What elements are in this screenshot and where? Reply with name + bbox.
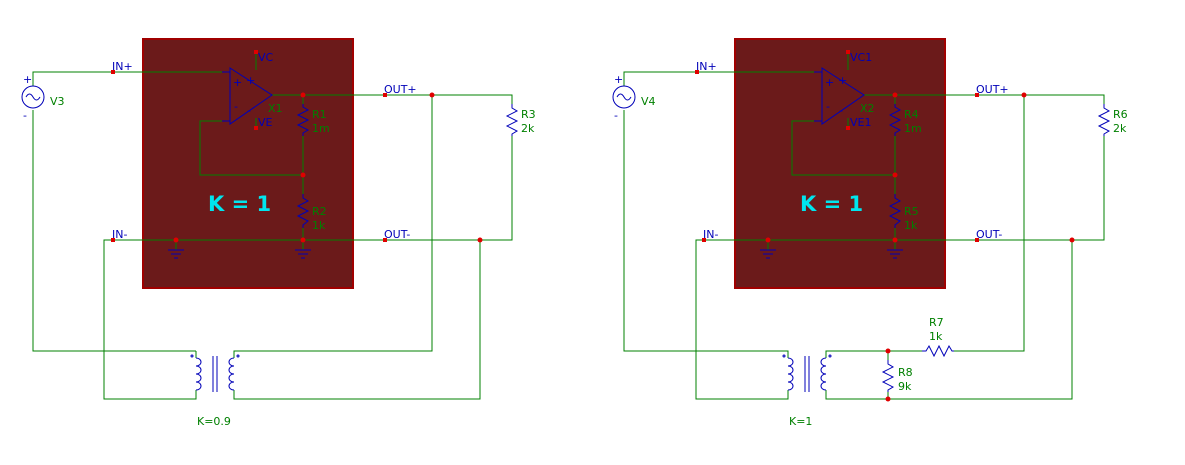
right-r8-value: 9k — [898, 380, 912, 393]
left-supply-pos-label: VC — [258, 51, 274, 64]
right-r5-name: R5 — [904, 205, 919, 218]
right-resistor-r4[interactable]: R4 1m — [888, 104, 922, 136]
right-resistor-r6[interactable]: R6 2k — [1097, 104, 1128, 136]
right-in-plus-label: IN+ — [696, 60, 717, 73]
right-out-minus-label: OUT- — [976, 228, 1002, 241]
left-r1-value: 1m — [312, 122, 330, 135]
right-resistor-r5[interactable]: R5 1k — [888, 194, 919, 232]
right-r6-value: 2k — [1113, 122, 1127, 135]
left-opamp[interactable]: + - + - X1 VC VE — [222, 51, 283, 129]
right-supply-pos-label: VC1 — [850, 51, 872, 64]
left-voltage-source[interactable]: + - V3 — [21, 73, 65, 122]
right-nodes — [695, 50, 1075, 402]
left-source-label: V3 — [50, 95, 65, 108]
right-out-plus-label: OUT+ — [976, 83, 1009, 96]
right-r5-value: 1k — [904, 219, 918, 232]
right-r7-value: 1k — [929, 330, 943, 343]
left-opamp-vminus: - — [247, 104, 251, 117]
left-opamp-plus-pin: + — [233, 76, 242, 89]
left-opamp-label: X1 — [268, 102, 283, 115]
left-amplifier-block[interactable] — [142, 38, 354, 289]
left-opamp-vplus: + — [246, 74, 255, 87]
right-source-minus: - — [614, 109, 618, 122]
right-resistor-r7[interactable]: R7 1k — [922, 316, 954, 358]
left-wires — [32, 52, 513, 400]
left-nodes — [111, 50, 483, 243]
left-r2-value: 1k — [312, 219, 326, 232]
right-ground-1 — [760, 249, 776, 259]
right-ground-2 — [887, 249, 903, 259]
left-resistor-r1[interactable]: R1 1m — [296, 104, 330, 136]
right-transformer[interactable]: K=1 — [782, 354, 832, 428]
right-source-plus: + — [614, 73, 623, 86]
right-source-label: V4 — [641, 95, 656, 108]
left-transformer-coupling: K=0.9 — [197, 415, 231, 428]
left-r3-name: R3 — [521, 108, 536, 121]
left-ground-2 — [295, 249, 311, 259]
right-opamp-label: X2 — [860, 102, 875, 115]
right-opamp-minus-pin: - — [826, 100, 830, 113]
left-ground-1 — [168, 249, 184, 259]
right-transformer-coupling: K=1 — [789, 415, 812, 428]
left-out-minus-label: OUT- — [384, 228, 410, 241]
left-resistor-r3[interactable]: R3 2k — [505, 104, 536, 136]
right-r4-name: R4 — [904, 108, 919, 121]
right-voltage-source[interactable]: + - V4 — [612, 73, 656, 122]
right-opamp[interactable]: + - + - X2 VC1 VE1 — [814, 51, 875, 129]
right-opamp-vplus: + — [838, 74, 847, 87]
left-circuit: + - V3 + - + - X1 VC VE R1 1m R2 1k — [21, 38, 536, 428]
left-transformer[interactable]: K=0.9 — [190, 354, 240, 428]
right-wires — [623, 52, 1105, 400]
right-r7-name: R7 — [929, 316, 944, 329]
left-source-plus: + — [23, 73, 32, 86]
right-amplifier-block[interactable] — [734, 38, 946, 289]
right-r6-name: R6 — [1113, 108, 1128, 121]
right-opamp-vminus: - — [839, 104, 843, 117]
left-resistor-r2[interactable]: R2 1k — [296, 194, 327, 232]
left-r1-name: R1 — [312, 108, 327, 121]
left-source-minus: - — [23, 109, 27, 122]
right-opamp-plus-pin: + — [825, 76, 834, 89]
left-block-gain: K = 1 — [208, 192, 271, 216]
right-supply-neg-label: VE1 — [850, 116, 871, 129]
left-out-plus-label: OUT+ — [384, 83, 417, 96]
left-in-minus-label: IN- — [112, 228, 127, 241]
right-r8-name: R8 — [898, 366, 913, 379]
right-block-gain: K = 1 — [800, 192, 863, 216]
right-r4-value: 1m — [904, 122, 922, 135]
left-in-plus-label: IN+ — [112, 60, 133, 73]
right-resistor-r8[interactable]: R8 9k — [881, 360, 913, 393]
left-r2-name: R2 — [312, 205, 327, 218]
left-r3-value: 2k — [521, 122, 535, 135]
right-in-minus-label: IN- — [703, 228, 718, 241]
left-supply-neg-label: VE — [258, 116, 273, 129]
right-circuit: + - V4 + - + - X2 VC1 VE1 R4 1m R5 1k — [612, 38, 1128, 428]
left-opamp-minus-pin: - — [234, 100, 238, 113]
